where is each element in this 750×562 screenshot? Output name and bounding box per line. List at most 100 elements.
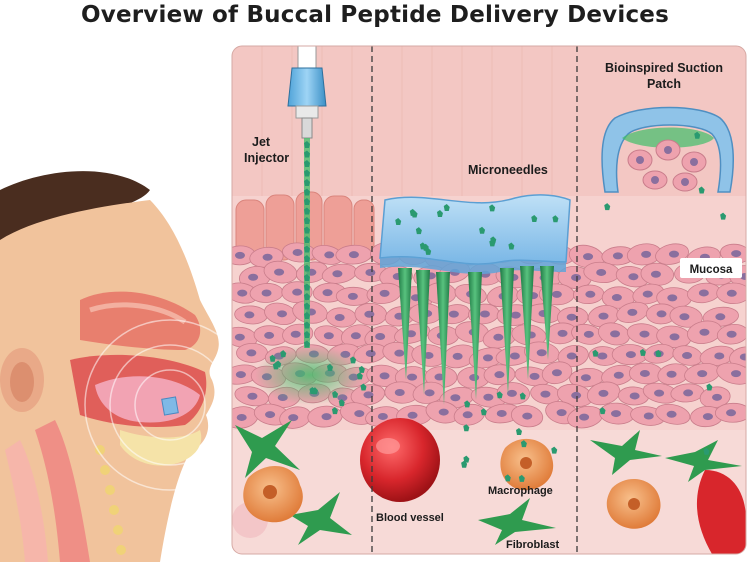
peptide-particle (304, 217, 310, 224)
cell-nucleus (496, 409, 507, 417)
peptide-particle (698, 186, 705, 194)
cell-nucleus (522, 412, 533, 420)
cell-nucleus (452, 352, 463, 360)
cell-nucleus (324, 251, 335, 259)
peptide-particle (304, 141, 310, 148)
suction-patch-label-line1: Bioinspired Suction (605, 61, 723, 75)
peptide-particle (592, 349, 599, 357)
cell-nucleus (277, 310, 288, 318)
cell-nucleus (540, 390, 551, 398)
cell-nucleus (350, 332, 361, 340)
cell-nucleus (375, 332, 386, 340)
peptide-particle (508, 242, 515, 250)
cell-nucleus (612, 252, 623, 260)
cell-nucleus (379, 372, 390, 380)
peptide-particle (332, 390, 339, 398)
jet-injector-label-line1: Jet (252, 135, 271, 149)
cell-nucleus (610, 330, 621, 338)
cell-nucleus (712, 393, 723, 401)
cell-nucleus (596, 268, 607, 276)
cell-nucleus (643, 412, 654, 420)
cell-nucleus (322, 289, 333, 297)
cell-nucleus (669, 333, 680, 341)
cell-nucleus (571, 273, 582, 281)
cell-nucleus (509, 352, 520, 360)
cell-nucleus (244, 311, 255, 319)
cell-nucleus (702, 413, 713, 421)
cell-nucleus (494, 371, 505, 379)
cell-nucleus (551, 290, 562, 298)
cell-nucleus (639, 330, 650, 338)
cell-nucleus (292, 288, 303, 296)
peptide-particle (436, 210, 443, 218)
cell-nucleus (274, 268, 285, 276)
cell-nucleus (628, 273, 639, 281)
cell-nucleus (424, 389, 435, 397)
peptide-particle (515, 427, 522, 435)
cell-nucleus (683, 389, 694, 397)
cell-nucleus (698, 289, 709, 297)
cell-nucleus (235, 371, 246, 379)
peptide-particle (304, 245, 310, 253)
cell-nucleus (479, 310, 490, 318)
peptide-particle (280, 350, 287, 358)
cell-nucleus (334, 313, 345, 321)
cell-nucleus (423, 351, 434, 359)
cell-nucleus (248, 273, 259, 281)
cell-nucleus (264, 331, 275, 339)
cell-nucleus (450, 394, 461, 402)
cell-nucleus (394, 389, 405, 397)
peptide-particle (694, 131, 701, 139)
peptide-particle (489, 204, 496, 212)
peptide-particle (304, 169, 310, 177)
cell-nucleus (462, 411, 473, 419)
cell-nucleus (571, 391, 582, 399)
peptide-particle (304, 312, 310, 319)
cell-nucleus (627, 308, 638, 316)
cell-nucleus (348, 251, 359, 259)
cell-nucleus (354, 410, 365, 418)
cell-nucleus (654, 389, 665, 397)
peptide-particle (520, 440, 527, 448)
peptide-particle (480, 408, 487, 416)
needle-array (398, 266, 554, 405)
cell-nucleus (347, 292, 358, 300)
cell-nucleus (469, 374, 480, 382)
peptide-particle (304, 179, 310, 186)
cell-nucleus (261, 289, 272, 297)
peptide-particle (552, 215, 559, 223)
cell-nucleus (629, 392, 640, 400)
cell-nucleus (434, 373, 445, 381)
cell-nucleus (583, 330, 594, 338)
cell-nucleus (669, 250, 680, 258)
peptide-particle (519, 392, 526, 400)
peptide-particle (304, 150, 310, 158)
peptide-particle (304, 302, 310, 310)
microneedles-label: Microneedles (468, 163, 548, 177)
cell-nucleus (682, 352, 693, 360)
cell-nucleus (639, 369, 650, 377)
fibroblast-label: Fibroblast (506, 539, 560, 551)
cell-nucleus (566, 352, 577, 360)
peptide-particle (304, 321, 310, 329)
peptide-particle (304, 340, 310, 348)
cell-nucleus (598, 312, 609, 320)
cell-nucleus (234, 251, 245, 259)
peptide-particle (599, 407, 606, 415)
cell-nucleus (557, 329, 568, 337)
cell-nucleus (714, 352, 725, 360)
cell-nucleus (641, 250, 652, 258)
cell-nucleus (246, 349, 257, 357)
cell-nucleus (379, 289, 390, 297)
cell-nucleus (715, 313, 726, 321)
peptide-particle (395, 217, 402, 225)
peptide-particle (639, 348, 646, 356)
cell-nucleus (394, 349, 405, 357)
cell-nucleus (726, 289, 737, 297)
cell-nucleus (236, 413, 247, 421)
cell-nucleus (739, 272, 746, 280)
peptide-particle (360, 383, 367, 391)
peptide-particle (304, 207, 310, 215)
suction-patch-label-line2: Patch (647, 77, 681, 91)
cell-nucleus (365, 349, 376, 357)
